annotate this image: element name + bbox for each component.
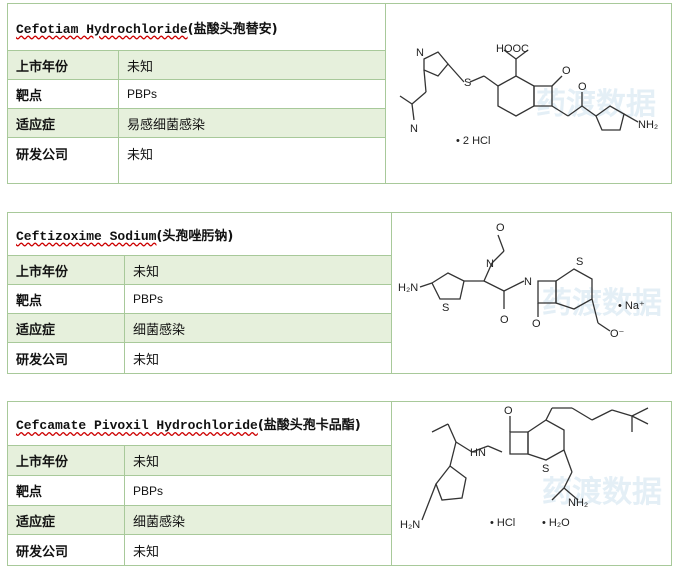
atom-o: O xyxy=(562,65,571,77)
row-label: 上市年份 xyxy=(7,445,125,476)
row-value: PBPs xyxy=(118,79,386,109)
row-value: 未知 xyxy=(124,445,392,476)
structure-cell: 药渡数据 xyxy=(391,401,672,566)
drug-table-3: Cefcamate Pivoxil Hydrochloride(盐酸头孢卡品酯)… xyxy=(7,401,672,566)
h2o-label: • H₂O xyxy=(542,517,570,529)
drug-title: Ceftizoxime Sodium(头孢唑肟钠) xyxy=(7,212,392,256)
drug-name-cn: (盐酸头孢卡品酯) xyxy=(257,418,361,433)
row-label: 研发公司 xyxy=(7,342,125,374)
row-label: 研发公司 xyxy=(7,137,119,184)
cooh-label: HOOC xyxy=(496,43,529,55)
drug-title: Cefotiam Hydrochloride(盐酸头孢替安) xyxy=(7,3,386,51)
row-label: 适应症 xyxy=(7,108,119,138)
h2n-label: H₂N xyxy=(400,519,420,531)
atom-s-2: S xyxy=(576,256,583,268)
row-value: 细菌感染 xyxy=(124,313,392,343)
drug-card-2: Ceftizoxime Sodium(头孢唑肟钠) 药渡数据 xyxy=(7,212,672,376)
drug-card-3: Cefcamate Pivoxil Hydrochloride(盐酸头孢卡品酯)… xyxy=(7,401,672,567)
coo-label: O⁻ xyxy=(610,328,625,340)
row-value: 细菌感染 xyxy=(124,505,392,535)
h2n-label: H₂N xyxy=(398,282,418,294)
atom-o: O xyxy=(504,405,513,417)
row-label: 适应症 xyxy=(7,313,125,343)
row-label: 靶点 xyxy=(7,475,125,506)
atom-hn: HN xyxy=(470,447,486,459)
drug-name-cn: (头孢唑肟钠) xyxy=(156,228,234,244)
row-value: 未知 xyxy=(118,137,386,184)
row-value: 未知 xyxy=(124,342,392,374)
drug-table-2: Ceftizoxime Sodium(头孢唑肟钠) 药渡数据 xyxy=(7,212,672,374)
atom-o-2: O xyxy=(578,81,587,93)
atom-o-3: O xyxy=(532,318,541,330)
row-label: 靶点 xyxy=(7,79,119,109)
row-label: 靶点 xyxy=(7,284,125,314)
atom-n-2: N xyxy=(410,123,418,135)
atom-o-2: O xyxy=(500,314,509,326)
na-label: • Na⁺ xyxy=(618,300,645,312)
structure-cell: 药渡数据 xyxy=(385,3,672,184)
nh2-label: NH₂ xyxy=(638,119,658,131)
row-value: 易感细菌感染 xyxy=(118,108,386,138)
atom-s: S xyxy=(542,463,549,475)
hcl-label: • HCl xyxy=(490,517,515,529)
drug-name-cn: (盐酸头孢替安) xyxy=(187,21,278,37)
ceftizoxime-structure-image: 药渡数据 xyxy=(398,222,662,340)
row-label: 适应症 xyxy=(7,505,125,535)
cefotiam-structure-image: 药渡数据 xyxy=(399,43,658,147)
row-value: PBPs xyxy=(124,284,392,314)
drug-name-en[interactable]: Cefcamate Pivoxil Hydrochloride xyxy=(16,418,258,433)
drug-name-en[interactable]: Cefotiam Hydrochloride xyxy=(16,21,188,37)
atom-o: O xyxy=(496,222,505,234)
atom-s: S xyxy=(464,77,471,89)
atom-n: N xyxy=(416,47,424,59)
row-value: 未知 xyxy=(118,50,386,80)
drug-card-1: Cefotiam Hydrochloride(盐酸头孢替安) 药渡数据 xyxy=(7,3,672,186)
drug-title: Cefcamate Pivoxil Hydrochloride(盐酸头孢卡品酯) xyxy=(7,401,392,446)
row-label: 上市年份 xyxy=(7,255,125,285)
cefcamate-structure-image: 药渡数据 xyxy=(400,405,662,531)
hcl-label: • 2 HCl xyxy=(456,135,490,147)
atom-n: N xyxy=(486,258,494,270)
watermark: 药渡数据 xyxy=(542,475,662,510)
row-label: 研发公司 xyxy=(7,534,125,566)
row-value: PBPs xyxy=(124,475,392,506)
atom-s: S xyxy=(442,302,449,314)
row-value: 未知 xyxy=(124,534,392,566)
atom-n-2: N xyxy=(524,276,532,288)
drug-table-1: Cefotiam Hydrochloride(盐酸头孢替安) 药渡数据 xyxy=(7,3,672,184)
row-label: 上市年份 xyxy=(7,50,119,80)
structure-cell: 药渡数据 xyxy=(391,212,672,374)
drug-name-en[interactable]: Ceftizoxime Sodium xyxy=(16,228,157,244)
row-value: 未知 xyxy=(124,255,392,285)
atom-nh2: NH₂ xyxy=(568,497,588,509)
watermark: 药渡数据 xyxy=(542,286,662,321)
